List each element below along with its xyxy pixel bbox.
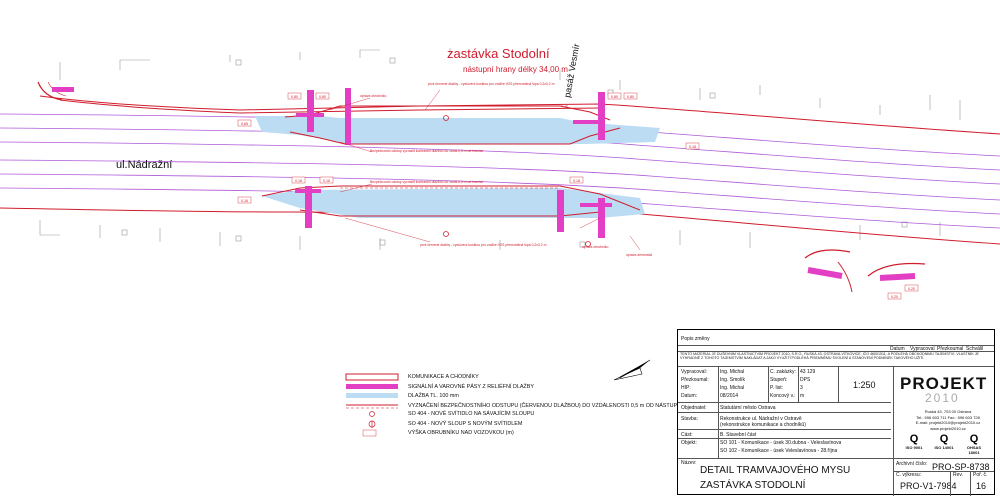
iso-q-icon: Q bbox=[939, 433, 949, 445]
date-value: 08/2014 bbox=[720, 393, 739, 399]
upper-platform bbox=[255, 88, 660, 145]
company-logo: PROJEKT bbox=[900, 374, 988, 393]
project-line-2: (rekonstrukce komunikace a chodníků) bbox=[720, 422, 806, 428]
page-key: Poř. č. bbox=[973, 472, 988, 478]
legend-item: SO 404 - NOVÝ SLOUP S NOVÝM SVÍTIDLEM bbox=[408, 421, 523, 427]
project-line-1: Rekonstrukce ul. Nádražní v Ostravě bbox=[720, 416, 802, 422]
legend-item: SO 404 - NOVÉ SVÍTIDLO NA SÁVAJÍCÍM SLOU… bbox=[408, 411, 535, 417]
note-curb-demount: úprava demontáž bbox=[626, 253, 653, 257]
client-value: Statutární město Ostrava bbox=[720, 405, 776, 411]
drawing-title-line-1: DETAIL TRAMVAJOVÉHO MYSU bbox=[700, 465, 851, 476]
iso-q-icon: Q bbox=[909, 433, 919, 445]
part-value: B. Stavební část bbox=[720, 432, 757, 438]
archive-number: PRO-SP-8738 bbox=[932, 462, 990, 472]
street-label: ul.Nádražní bbox=[116, 159, 172, 171]
dim-label: 0,16 bbox=[241, 199, 248, 203]
company-address: Ruská 43, 703 00 Ostrava Tel.: 596 603 7… bbox=[908, 409, 988, 431]
rev-col-date: Datum bbox=[890, 346, 905, 352]
part-key: Část: bbox=[681, 432, 693, 438]
legend-item: VYZNAČENÍ BEZPEČNOSTNÍHO ODSTUPU (ČERVEN… bbox=[408, 403, 703, 409]
dim-label: 0,80 bbox=[291, 95, 298, 99]
revision-key: Rev. bbox=[953, 472, 963, 478]
stop-name-label: zastávka Stodolní bbox=[447, 46, 550, 61]
prepared-role: Vypracoval: bbox=[681, 369, 707, 375]
scale-value: 1:250 bbox=[853, 380, 876, 390]
reviewed-name: Ing. Šmolík bbox=[720, 377, 746, 383]
light-poles bbox=[443, 115, 591, 247]
dim-label: 0,80 bbox=[611, 95, 618, 99]
page-number: 16 bbox=[976, 481, 987, 491]
archive-key: Archivní číslo: bbox=[896, 461, 928, 467]
title-block: Popis změny Datum Vypracoval Přezkoumal … bbox=[677, 329, 995, 496]
final-key: Koncový v.: bbox=[770, 393, 796, 399]
sheet-value: 3 bbox=[800, 385, 803, 391]
client-key: Objednatel: bbox=[681, 405, 707, 411]
disclaimer-text: TENTO MATERIÁL JE DUŠEVNÍM VLASTNICTVÍM … bbox=[680, 352, 979, 361]
project-key: Stavba: bbox=[681, 416, 698, 422]
note-red-tiles-bottom: prvk červené dlažby - vyztužení kostkou … bbox=[420, 243, 547, 247]
platform-length-label: nástupní hrany délky 34,00 m bbox=[463, 65, 568, 74]
date-role: Datum: bbox=[681, 393, 698, 399]
name-key: Název: bbox=[681, 460, 697, 466]
rev-col-reviewed: Přezkoumal bbox=[937, 346, 964, 352]
rev-col-description: Popis změny bbox=[681, 336, 710, 342]
legend-item: SIGNÁLNÍ A VAROVNÉ PÁSY Z RELIÉFNÍ DLAŽB… bbox=[408, 384, 534, 390]
order-key: Č. zakázky: bbox=[770, 369, 796, 375]
order-value: 43 129 bbox=[800, 369, 816, 375]
legend-item: VÝŠKA OBRUBNÍKU NAD VOZOVKOU (m) bbox=[408, 430, 514, 436]
building-outlines bbox=[39, 48, 961, 250]
hip-name: Ing. Michal bbox=[720, 385, 745, 391]
dim-label: 0,80 bbox=[319, 95, 326, 99]
iso-q-icon: Q bbox=[969, 433, 979, 445]
hip-role: HIP: bbox=[681, 385, 691, 391]
annotation-notes: úprava obrubníku prvk červené dlažby - v… bbox=[360, 82, 653, 257]
rev-col-approved: Schválil bbox=[966, 346, 984, 352]
dim-label: 0,20 bbox=[908, 287, 915, 291]
dim-label: 0,16 bbox=[323, 179, 330, 183]
stage-key: Stupeň: bbox=[770, 377, 788, 383]
note-red-tiles-top: prvk červené dlažby - vyztužení kostkou … bbox=[428, 82, 555, 86]
dim-label: 0,18 bbox=[689, 145, 696, 149]
note-safety-bottom: Bezpečnostní odstup vyznačit kontrastní … bbox=[370, 180, 483, 184]
legend-symbols bbox=[345, 373, 399, 437]
dim-label: 0,80 bbox=[627, 95, 634, 99]
drawing-number-key: Č. výkresu: bbox=[896, 472, 922, 478]
phone-line: Tel.: 596 603 711 Fax.: 596 603 728 bbox=[916, 414, 980, 420]
web-line: www.projekt2010.cz bbox=[930, 425, 966, 431]
object-line-2: SO 102 - Komunikace - úsek Veleslavínova… bbox=[720, 448, 838, 454]
sheet-key: P. list: bbox=[770, 385, 783, 391]
drawing-title-line-2: ZASTÁVKA STODOLNÍ bbox=[700, 480, 806, 491]
object-line-1: SO 101 - Komunikace - úsek 30.dubna - Ve… bbox=[720, 440, 842, 446]
final-value: m bbox=[800, 393, 805, 399]
north-arrow bbox=[613, 359, 651, 381]
company-year: 2010 bbox=[925, 391, 960, 405]
dim-label: 0,18 bbox=[295, 179, 302, 183]
dim-label: 0,65 bbox=[241, 122, 248, 126]
legend-item: KOMUNIKACE A CHODNÍKY bbox=[408, 374, 479, 380]
legend-item: DLAŽBA TL. 100 mm bbox=[408, 393, 459, 399]
prepared-name: Ing. Michal bbox=[720, 369, 745, 375]
lower-platform bbox=[261, 185, 645, 238]
dimension-texts: 0,80 0,80 0,80 0,80 0,65 0,18 0,16 0,18 … bbox=[241, 95, 915, 299]
note-curb: úprava obrubníku bbox=[360, 94, 387, 98]
dim-label: 0,18 bbox=[573, 179, 580, 183]
email-line: E-mail: projekt2010@projekt2010.cz bbox=[915, 420, 981, 425]
leader-lines bbox=[329, 89, 641, 251]
stage-value: DPS bbox=[800, 377, 811, 383]
dimension-boxes bbox=[237, 92, 919, 300]
dim-label: 0,20 bbox=[891, 295, 898, 299]
drawing-number: PRO-V1-7984 bbox=[900, 481, 957, 491]
address-line: Ruská 43, 703 00 Ostrava bbox=[924, 409, 972, 414]
corner-ramps bbox=[37, 81, 926, 293]
note-safety-top: Bezpečnostní odstup vyznačit kontrastní … bbox=[370, 149, 483, 153]
rev-col-prepared: Vypracoval bbox=[910, 346, 935, 352]
object-key: Objekt: bbox=[681, 440, 697, 446]
reviewed-role: Přezkoumal: bbox=[681, 377, 709, 383]
note-curb-lower: úprava obrubníku bbox=[582, 245, 609, 249]
